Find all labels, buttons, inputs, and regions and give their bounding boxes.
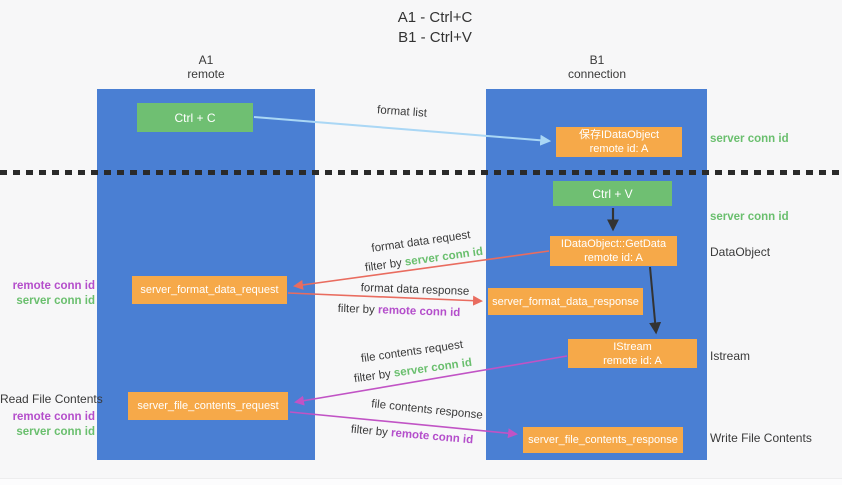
- node-ctrl-c-label: Ctrl + C: [174, 110, 216, 125]
- column-a1-name: A1: [198, 53, 214, 67]
- left-label-remote-conn-id-bottom: remote conn id: [12, 411, 95, 423]
- node-server-file-contents-request: server_file_contents_request: [128, 392, 288, 420]
- node-save-idataobject: 保存IDataObject remote id: A: [556, 127, 682, 157]
- node-ctrl-v: Ctrl + V: [553, 181, 672, 206]
- edge-label-format-list: format list: [376, 104, 428, 120]
- right-label-server-conn-id-mid: server conn id: [710, 211, 789, 223]
- node-istream-line2: remote id: A: [603, 354, 662, 367]
- node-server-format-data-response-label: server_format_data_response: [492, 295, 639, 308]
- node-istream: IStream remote id: A: [568, 339, 697, 368]
- left-label-remote-conn-id-top: remote conn id: [12, 280, 95, 292]
- filter-by-text: filter by: [337, 302, 375, 317]
- filter-by-text: filter by: [350, 423, 389, 439]
- right-label-dataobject: DataObject: [710, 245, 771, 259]
- diagram-title: A1 - Ctrl+C B1 - Ctrl+V: [300, 8, 570, 48]
- node-server-file-contents-response-label: server_file_contents_response: [528, 434, 678, 446]
- node-ctrl-c: Ctrl + C: [137, 103, 253, 132]
- node-ctrl-v-label: Ctrl + V: [592, 186, 633, 201]
- server-conn-id-text: server conn id: [393, 356, 473, 380]
- filter-by-text: filter by: [364, 257, 403, 275]
- column-a1-subtitle: remote: [187, 67, 225, 81]
- edge-label-format-data-response: format data response: [360, 282, 470, 298]
- left-label-server-conn-id-bottom: server conn id: [16, 426, 95, 438]
- edge-label-format-data-response-filter: filter by remote conn id: [337, 303, 460, 319]
- filter-by-text: filter by: [353, 368, 392, 386]
- bottom-strip: [0, 478, 842, 485]
- node-idataobject-getdata-line2: remote id: A: [584, 252, 643, 264]
- edge-label-file-contents-response-filter: filter by remote conn id: [350, 424, 473, 447]
- right-label-istream: Istream: [710, 349, 751, 363]
- node-istream-line1: IStream: [613, 340, 652, 353]
- edge-label-file-contents-response: file contents response: [370, 398, 484, 422]
- node-server-file-contents-response: server_file_contents_response: [523, 427, 683, 453]
- title-line-2: B1 - Ctrl+V: [398, 29, 472, 46]
- column-b1-name: B1: [589, 53, 605, 67]
- remote-conn-id-text: remote conn id: [390, 427, 474, 447]
- node-save-idataobject-line2: remote id: A: [589, 143, 649, 155]
- node-server-format-data-request: server_format_data_request: [132, 276, 287, 304]
- column-header-b1: B1 connection: [537, 53, 657, 81]
- phase-divider-dotted-line: [0, 170, 842, 175]
- node-server-file-contents-request-label: server_file_contents_request: [137, 400, 279, 412]
- remote-conn-id-text: remote conn id: [377, 304, 461, 320]
- title-line-1: A1 - Ctrl+C: [397, 9, 473, 26]
- node-save-idataobject-line1: 保存IDataObject: [578, 129, 660, 141]
- node-server-format-data-request-label: server_format_data_request: [140, 284, 279, 296]
- node-idataobject-getdata: IDataObject::GetData remote id: A: [550, 236, 677, 266]
- node-idataobject-getdata-line1: IDataObject::GetData: [560, 238, 667, 250]
- right-label-write-file-contents: Write File Contents: [710, 431, 812, 445]
- left-label-server-conn-id-top: server conn id: [16, 295, 95, 307]
- left-label-read-file-contents: Read File Contents: [0, 392, 103, 406]
- server-conn-id-text: server conn id: [404, 245, 484, 269]
- right-label-server-conn-id-top: server conn id: [710, 133, 789, 145]
- node-server-format-data-response: server_format_data_response: [488, 288, 643, 315]
- column-b1-subtitle: connection: [567, 67, 627, 81]
- column-header-a1: A1 remote: [146, 53, 266, 81]
